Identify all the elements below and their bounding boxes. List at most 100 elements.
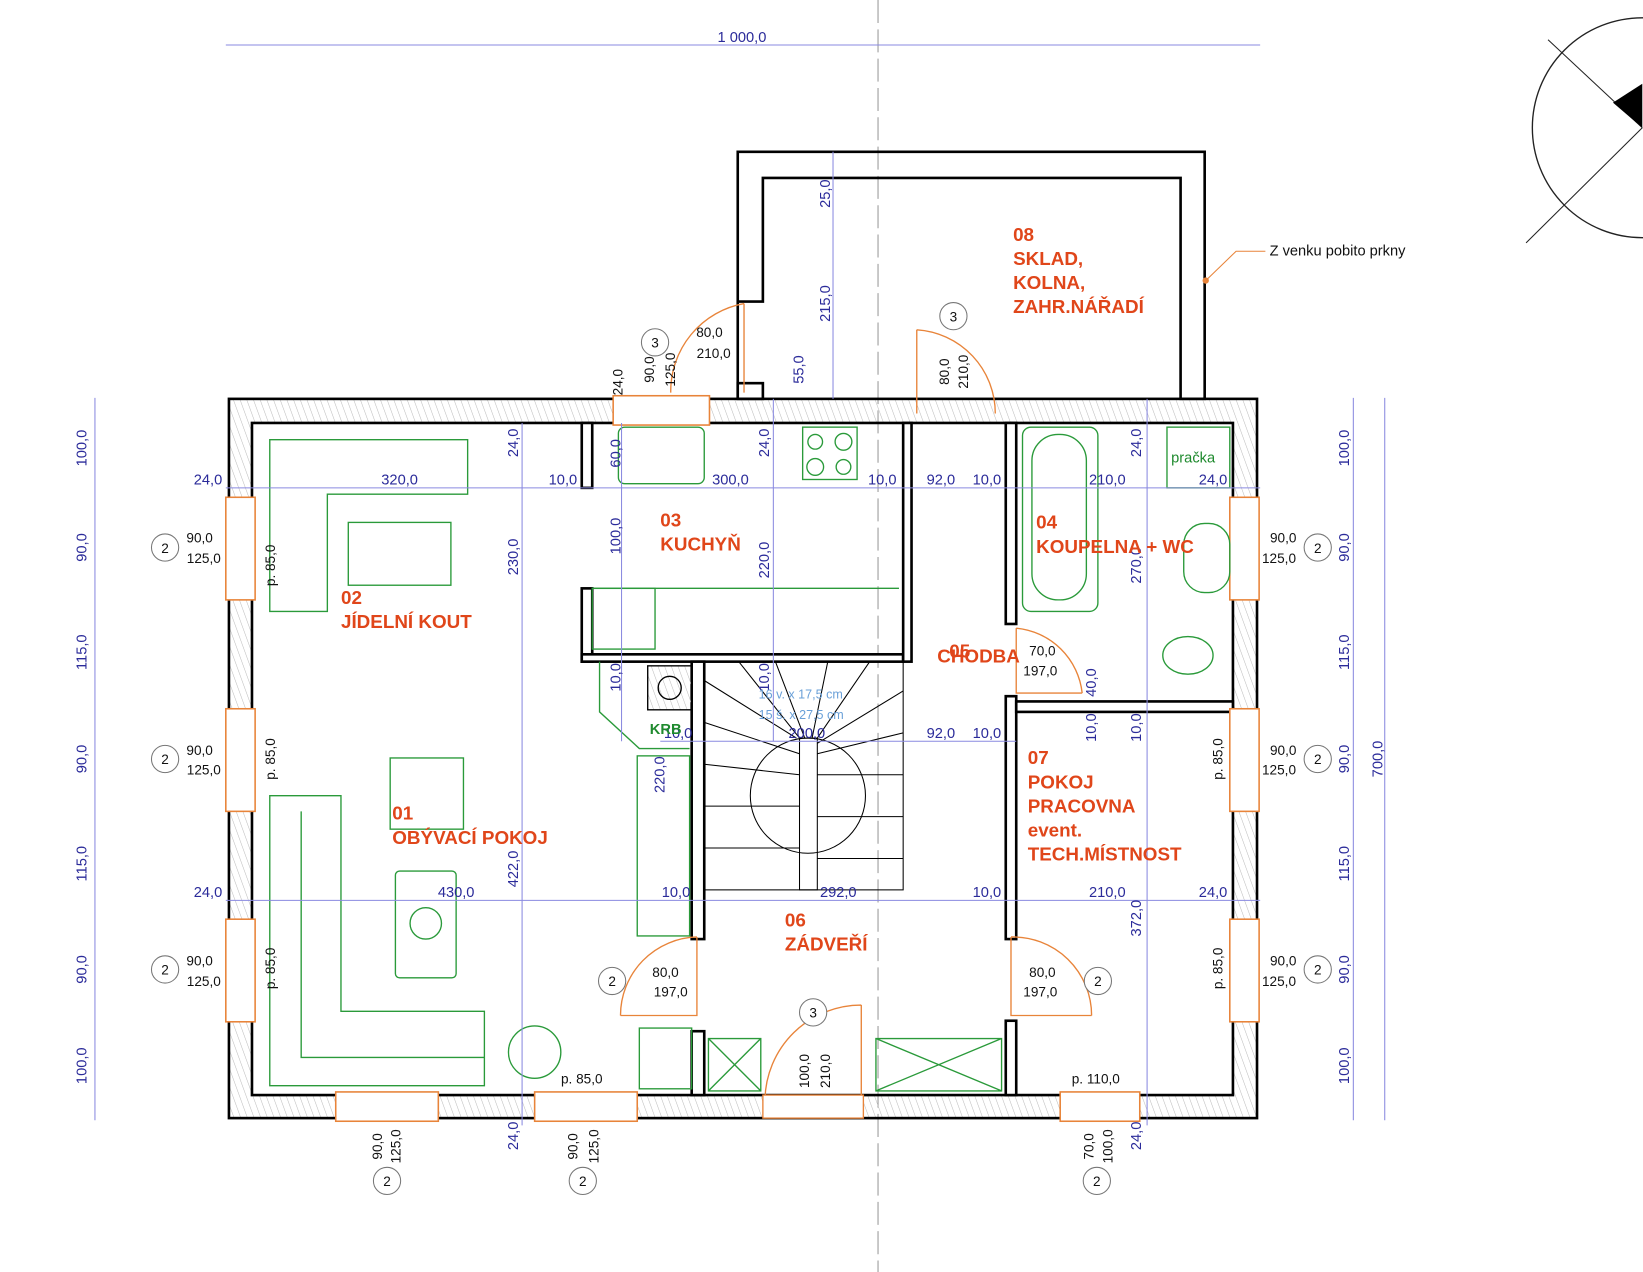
- dimension-label: 200,0: [789, 726, 826, 742]
- dimension-label: 215,0: [818, 285, 834, 322]
- opening-label: 80,0: [696, 325, 723, 340]
- opening-label: 125,0: [187, 551, 221, 566]
- dimension-label: 90,0: [75, 955, 91, 984]
- staircase: [703, 661, 904, 891]
- dimension-label: 55,0: [792, 355, 808, 384]
- tag-number: 2: [1314, 541, 1322, 556]
- tag-circle: [150, 744, 180, 774]
- dimension-label: 210,0: [1089, 885, 1126, 901]
- opening-label: 24,0: [611, 368, 626, 395]
- opening-label: 90,0: [186, 953, 213, 968]
- opening-label: 210,0: [818, 1054, 833, 1088]
- dimension-label: 90,0: [1337, 955, 1353, 984]
- dimension-label: 90,0: [75, 533, 91, 562]
- dimension-label: 372,0: [1129, 900, 1145, 937]
- stair-rise-label: 16 v. x 17,5 cm: [759, 687, 843, 701]
- tag-number: 2: [1314, 752, 1322, 767]
- note-leader-dot: [1202, 277, 1209, 284]
- furniture: [269, 426, 1231, 1092]
- dimension-label: 10,0: [868, 473, 897, 489]
- tag-number: 2: [161, 541, 169, 556]
- tag-circle: [1303, 533, 1332, 562]
- dimension-label: 270,0: [1129, 547, 1145, 584]
- tag-circle: [150, 533, 180, 562]
- dimension-label: 90,0: [1337, 745, 1353, 774]
- dimension-label: 320,0: [381, 473, 418, 489]
- room-number: 06: [785, 910, 806, 931]
- tag-number: 2: [383, 1174, 391, 1189]
- overall-width-label: 1 000,0: [718, 30, 767, 46]
- dimension-label: 24,0: [194, 473, 222, 489]
- interior-walls: [580, 421, 1235, 1097]
- dimension-label: 10,0: [973, 726, 1002, 742]
- dimension-label: 40,0: [1084, 668, 1100, 697]
- room-name: ZAHR.NÁŘADÍ: [1013, 296, 1145, 317]
- opening-label: 197,0: [1023, 663, 1057, 678]
- opening-label: 197,0: [654, 985, 688, 1000]
- room-name: JÍDELNÍ KOUT: [341, 611, 472, 632]
- room-name: ZÁDVEŘÍ: [785, 934, 868, 955]
- room-name: KOLNA,: [1013, 272, 1085, 293]
- dimension-label: 92,0: [927, 473, 956, 489]
- opening-label: 125,0: [587, 1129, 602, 1163]
- room-name: PRACOVNA: [1028, 795, 1136, 816]
- shed-walls: [736, 150, 1206, 401]
- opening-label: 70,0: [1029, 643, 1056, 658]
- room-name: SKLAD,: [1013, 248, 1083, 269]
- dimension-label: 24,0: [1199, 473, 1228, 489]
- dimension-label: 100,0: [1337, 1047, 1353, 1084]
- stair-tread-label: 15 š. x 27,5 cm: [759, 708, 844, 722]
- opening-label: 125,0: [663, 352, 678, 386]
- opening-label: 100,0: [1101, 1129, 1116, 1163]
- opening-label: 80,0: [652, 965, 679, 980]
- dimension-label: 24,0: [194, 885, 222, 901]
- opening-label: 80,0: [1029, 965, 1056, 980]
- overall-depth-label: 700,0: [1371, 741, 1387, 778]
- cladding-note: Z venku pobito prkny: [1270, 243, 1407, 259]
- opening-label: 90,0: [186, 530, 213, 545]
- tag-circle: [150, 955, 180, 984]
- dimension-label: 10,0: [664, 726, 693, 742]
- opening-label: 90,0: [1270, 953, 1297, 968]
- tag-circle: [640, 328, 670, 357]
- tag-number: 2: [161, 752, 169, 767]
- opening-label: 90,0: [1270, 530, 1297, 545]
- outer-walls: [227, 397, 1259, 1120]
- dimension-label: 422,0: [506, 851, 522, 888]
- opening-label: 90,0: [566, 1133, 581, 1160]
- dimension-label: 24,0: [506, 429, 522, 458]
- dimension-label: 430,0: [438, 885, 475, 901]
- opening-label: 125,0: [187, 974, 221, 989]
- room-name: POKOJ: [1028, 771, 1094, 792]
- tag-circle: [1303, 955, 1332, 984]
- dimension-label: 115,0: [75, 634, 91, 670]
- room-name: event.: [1028, 819, 1082, 840]
- tag-circle: [798, 998, 828, 1027]
- room-name: KUCHYŇ: [660, 534, 741, 555]
- dimension-labels: 100,090,0115,090,0115,090,0100,0100,090,…: [75, 179, 1354, 1150]
- opening-label: p. 85,0: [1210, 947, 1225, 989]
- dimension-label: 10,0: [549, 473, 578, 489]
- opening-label: 125,0: [187, 763, 221, 778]
- room-number: 04: [1036, 512, 1057, 533]
- tag-number: 3: [651, 336, 659, 351]
- opening-label: p. 110,0: [1072, 1072, 1121, 1087]
- opening-label: 80,0: [937, 358, 952, 385]
- opening-label: 90,0: [1270, 743, 1297, 758]
- tag-number: 2: [1094, 974, 1102, 989]
- room-number: 05: [949, 640, 970, 661]
- dimension-label: 10,0: [608, 663, 624, 692]
- tag-circle: [1083, 966, 1113, 996]
- tag-circle: [1303, 744, 1332, 774]
- dimension-label: 10,0: [757, 663, 773, 692]
- dimension-label: 24,0: [506, 1122, 522, 1151]
- dimension-label: 10,0: [662, 885, 691, 901]
- dimension-label: 100,0: [75, 1047, 91, 1084]
- opening-label: 125,0: [1262, 551, 1296, 566]
- tag-number: 3: [809, 1006, 817, 1021]
- room-number: 01: [392, 803, 413, 824]
- fireplace-label: KRB: [650, 722, 682, 738]
- dimension-label: 10,0: [973, 473, 1002, 489]
